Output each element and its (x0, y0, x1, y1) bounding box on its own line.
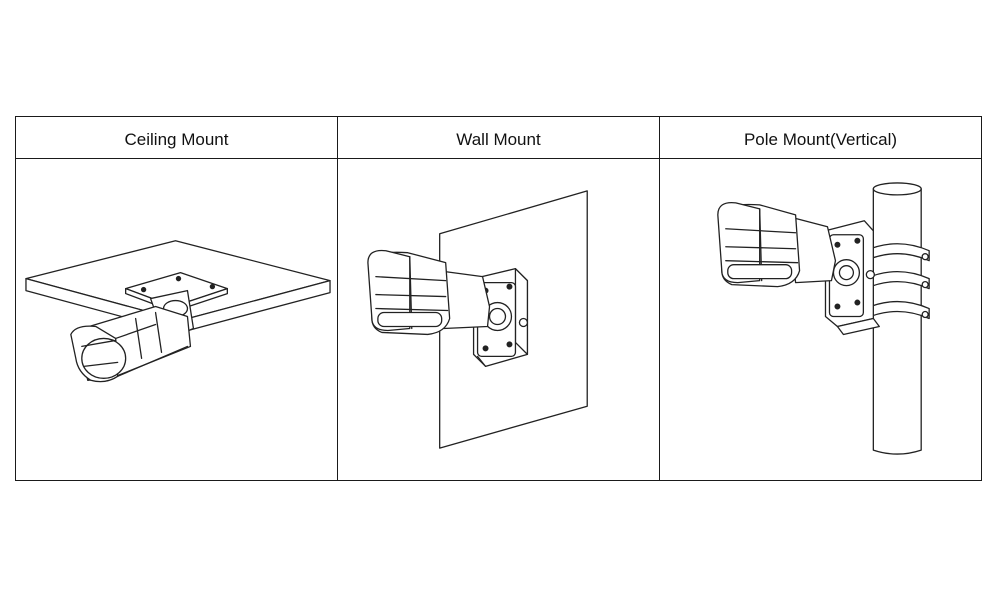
wall-mount-header: Wall Mount (338, 117, 659, 159)
wall-mount-cell (338, 159, 659, 480)
ceiling-mount-cell (16, 159, 337, 480)
pole-mount-illustration (717, 182, 930, 455)
ceiling-mount-illustration (25, 240, 331, 383)
pole-mount-cell (660, 159, 981, 480)
wall-mount-illustration (367, 190, 588, 449)
ceiling-mount-column: Ceiling Mount (16, 117, 338, 480)
wall-mount-column: Wall Mount (338, 117, 660, 480)
ceiling-mount-header: Ceiling Mount (16, 117, 337, 159)
pole-mount-column: Pole Mount(Vertical) (660, 117, 981, 480)
mount-options-table: Ceiling Mount (15, 116, 982, 481)
pole-mount-header: Pole Mount(Vertical) (660, 117, 981, 159)
